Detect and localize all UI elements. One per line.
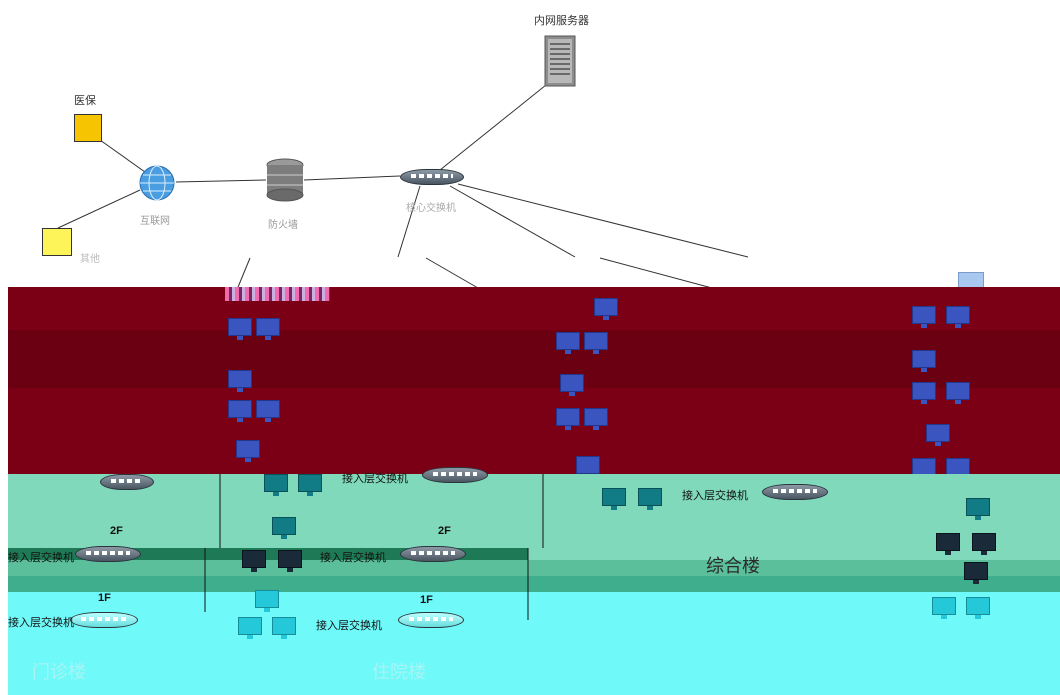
- computer-icon: [228, 400, 252, 422]
- computer-icon: [238, 617, 262, 639]
- building-name-inpatient: 住院楼: [372, 662, 426, 683]
- computer-icon: [556, 408, 580, 430]
- computer-icon: [278, 550, 302, 572]
- computer-icon: [946, 306, 970, 328]
- switch-icon[interactable]: [75, 546, 141, 562]
- computer-icon: [256, 400, 280, 422]
- floor-label-1f: 1F: [420, 594, 433, 606]
- computer-icon: [936, 533, 960, 555]
- computer-icon: [946, 382, 970, 404]
- computer-icon: [912, 382, 936, 404]
- medical-insurance-node[interactable]: [74, 114, 102, 142]
- access-switch-label: 接入层交换机: [682, 489, 748, 502]
- other-node[interactable]: [42, 228, 72, 256]
- computer-icon: [584, 332, 608, 354]
- computer-icon: [256, 318, 280, 340]
- computer-icon: [255, 590, 279, 612]
- firewall-label: 防火墙: [268, 220, 298, 231]
- computer-icon: [576, 456, 600, 478]
- building-band-mid: [8, 560, 1060, 576]
- computer-icon: [932, 597, 956, 619]
- switch-icon[interactable]: [398, 612, 464, 628]
- computer-icon: [912, 350, 936, 372]
- other-node-label: 其他: [80, 254, 100, 265]
- computer-icon: [242, 550, 266, 572]
- computer-icon: [556, 332, 580, 354]
- computer-icon: [912, 306, 936, 328]
- intranet-server-label: 内网服务器: [534, 14, 589, 27]
- computer-icon: [972, 533, 996, 555]
- maroon-band-top: [8, 287, 1060, 330]
- access-switch-label: 接入层交换机: [316, 619, 382, 632]
- computer-icon: [966, 597, 990, 619]
- building-band-right: [528, 548, 1060, 560]
- internet-label: 互联网: [140, 216, 170, 227]
- computer-icon: [602, 488, 626, 510]
- glitch-noise: [225, 287, 330, 301]
- globe-icon[interactable]: [139, 165, 175, 201]
- building-band-lower: [8, 592, 1060, 695]
- maroon-band-bottom: [8, 388, 1060, 474]
- building-name-outpatient: 门诊楼: [32, 662, 86, 683]
- switch-icon[interactable]: [70, 612, 138, 628]
- server-icon[interactable]: [544, 35, 576, 87]
- computer-icon: [966, 498, 990, 520]
- building-band-upper: [8, 474, 1060, 548]
- floor-divider: [8, 576, 1060, 592]
- computer-icon: [264, 474, 288, 496]
- floor-label-2f: 2F: [438, 525, 451, 537]
- computer-icon: [584, 408, 608, 430]
- switch-icon[interactable]: [100, 474, 154, 490]
- floor-label-2f: 2F: [110, 525, 123, 537]
- medical-insurance-label: 医保: [74, 94, 96, 107]
- computer-icon: [272, 517, 296, 539]
- switch-icon[interactable]: [400, 546, 466, 562]
- access-switch-label: 接入层交换机: [320, 551, 386, 564]
- computer-icon: [298, 474, 322, 496]
- computer-icon: [272, 617, 296, 639]
- computer-icon: [638, 488, 662, 510]
- access-switch-label: 接入层交换机: [8, 551, 74, 564]
- access-switch-label: 接入层交换机: [342, 472, 408, 485]
- computer-icon: [236, 440, 260, 462]
- access-switch-label: 接入层交换机: [8, 616, 74, 629]
- switch-icon[interactable]: [762, 484, 828, 500]
- computer-icon: [228, 370, 252, 392]
- building-name-complex: 综合楼: [706, 556, 760, 577]
- switch-icon[interactable]: [400, 169, 464, 185]
- computer-icon: [228, 318, 252, 340]
- computer-icon: [560, 374, 584, 396]
- floor-label-1f: 1F: [98, 592, 111, 604]
- database-firewall-icon[interactable]: [266, 158, 304, 202]
- switch-icon[interactable]: [422, 467, 488, 483]
- computer-icon: [964, 562, 988, 584]
- computer-icon: [926, 424, 950, 446]
- computer-icon: [594, 298, 618, 320]
- core-switch-label: 核心交换机: [406, 203, 456, 214]
- maroon-band-middle: [8, 330, 1060, 388]
